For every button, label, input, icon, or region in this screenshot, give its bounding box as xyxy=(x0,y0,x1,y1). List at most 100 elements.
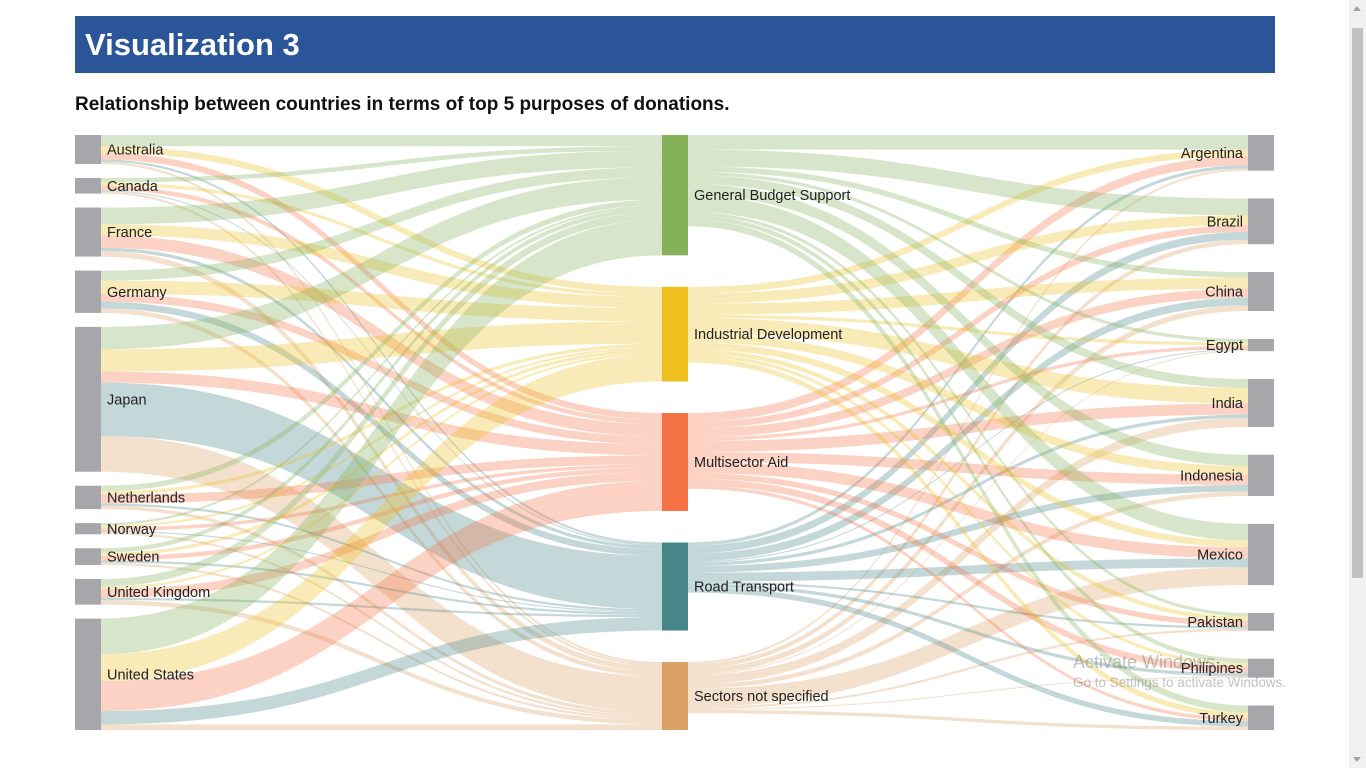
link-recipient-6-4[interactable] xyxy=(688,567,1248,707)
link-recipient-7-1[interactable] xyxy=(688,349,1248,621)
link-recipient-5-0[interactable] xyxy=(688,184,1248,466)
link-7-4[interactable] xyxy=(101,562,662,720)
link-recipient-0-3[interactable] xyxy=(688,165,1248,546)
link-recipient-6-0[interactable] xyxy=(688,195,1248,541)
link-2-2[interactable] xyxy=(101,235,662,437)
link-recipient-9-4[interactable] xyxy=(688,709,1248,730)
link-4-3[interactable] xyxy=(101,382,662,610)
link-recipient-0-0[interactable] xyxy=(688,135,1248,150)
scroll-up-arrow-icon[interactable] xyxy=(1353,6,1361,11)
link-0-3[interactable] xyxy=(101,159,662,545)
link-1-3[interactable] xyxy=(101,190,662,546)
link-9-2[interactable] xyxy=(101,480,662,712)
donor-sweden-node[interactable] xyxy=(75,548,101,565)
link-4-2[interactable] xyxy=(101,371,662,456)
link-recipient-4-0[interactable] xyxy=(688,175,1248,388)
link-recipient-7-0[interactable] xyxy=(688,211,1248,617)
link-6-2[interactable] xyxy=(101,464,662,531)
link-4-1[interactable] xyxy=(101,321,662,372)
link-4-0[interactable] xyxy=(101,177,662,350)
donor-japan-node[interactable] xyxy=(75,326,101,472)
recipient-egypt-node[interactable] xyxy=(1248,338,1274,352)
link-2-1[interactable] xyxy=(101,224,662,308)
link-8-3[interactable] xyxy=(101,597,662,618)
link-recipient-3-2[interactable] xyxy=(688,345,1248,441)
link-7-2[interactable] xyxy=(101,467,662,561)
link-1-4[interactable] xyxy=(101,191,662,667)
link-5-0[interactable] xyxy=(101,199,662,492)
donor-united-kingdom-node[interactable] xyxy=(75,578,101,605)
recipient-philipines-node[interactable] xyxy=(1248,658,1274,678)
donor-netherlands-node[interactable] xyxy=(75,485,101,510)
scroll-thumb[interactable] xyxy=(1352,28,1363,578)
recipient-indonesia-node[interactable] xyxy=(1248,454,1274,497)
link-9-0[interactable] xyxy=(101,219,662,655)
link-0-2[interactable] xyxy=(101,152,662,420)
link-recipient-2-2[interactable] xyxy=(688,288,1248,438)
link-3-2[interactable] xyxy=(101,293,662,445)
link-3-4[interactable] xyxy=(101,308,662,677)
link-recipient-6-3[interactable] xyxy=(688,558,1248,582)
link-recipient-7-2[interactable] xyxy=(688,473,1248,627)
link-recipient-3-1[interactable] xyxy=(688,314,1248,346)
link-recipient-3-3[interactable] xyxy=(688,348,1248,563)
link-recipient-9-3[interactable] xyxy=(688,587,1248,727)
link-recipient-8-3[interactable] xyxy=(688,583,1248,677)
link-3-3[interactable] xyxy=(101,301,662,556)
link-recipient-9-1[interactable] xyxy=(688,356,1248,718)
link-recipient-1-0[interactable] xyxy=(688,149,1248,216)
link-recipient-9-2[interactable] xyxy=(688,485,1248,722)
donor-germany-node[interactable] xyxy=(75,270,101,313)
link-recipient-1-1[interactable] xyxy=(688,215,1248,304)
link-1-1[interactable] xyxy=(101,182,662,297)
scroll-down-arrow-icon[interactable] xyxy=(1353,757,1361,762)
link-0-4[interactable] xyxy=(101,161,662,665)
link-9-4[interactable] xyxy=(101,724,662,730)
link-recipient-9-0[interactable] xyxy=(688,219,1248,713)
link-recipient-7-4[interactable] xyxy=(688,628,1248,709)
donor-canada-node[interactable] xyxy=(75,177,101,194)
link-recipient-4-2[interactable] xyxy=(688,403,1248,452)
link-7-3[interactable] xyxy=(101,560,662,615)
link-5-3[interactable] xyxy=(101,503,662,612)
link-recipient-3-4[interactable] xyxy=(688,350,1248,676)
link-recipient-1-3[interactable] xyxy=(688,231,1248,554)
link-6-4[interactable] xyxy=(101,532,662,718)
link-5-2[interactable] xyxy=(101,455,662,504)
link-0-1[interactable] xyxy=(101,146,662,294)
link-5-4[interactable] xyxy=(101,505,662,716)
link-recipient-5-2[interactable] xyxy=(688,451,1248,485)
link-recipient-0-4[interactable] xyxy=(688,168,1248,665)
link-9-3[interactable] xyxy=(101,617,662,725)
recipient-turkey-node[interactable] xyxy=(1248,705,1274,730)
link-recipient-0-1[interactable] xyxy=(688,149,1248,294)
link-recipient-0-2[interactable] xyxy=(688,156,1248,422)
link-4-4[interactable] xyxy=(101,436,662,713)
recipient-pakistan-node[interactable] xyxy=(1248,613,1274,631)
link-8-1[interactable] xyxy=(101,352,662,590)
link-8-2[interactable] xyxy=(101,472,662,598)
donor-france-node[interactable] xyxy=(75,207,101,257)
link-recipient-6-1[interactable] xyxy=(688,342,1248,548)
link-6-1[interactable] xyxy=(101,346,662,528)
recipient-india-node[interactable] xyxy=(1248,379,1274,427)
link-7-1[interactable] xyxy=(101,349,662,557)
link-2-3[interactable] xyxy=(101,247,662,550)
link-recipient-1-4[interactable] xyxy=(688,239,1248,669)
link-recipient-2-4[interactable] xyxy=(688,305,1248,675)
link-9-1[interactable] xyxy=(101,354,662,681)
recipient-mexico-node[interactable] xyxy=(1248,523,1274,586)
link-recipient-5-3[interactable] xyxy=(688,484,1248,573)
purpose-road-transport-node[interactable] xyxy=(662,542,688,631)
link-3-1[interactable] xyxy=(101,280,662,322)
link-recipient-2-3[interactable] xyxy=(688,297,1248,562)
link-6-3[interactable] xyxy=(101,530,662,613)
link-recipient-4-4[interactable] xyxy=(688,418,1248,685)
purpose-general-budget-support-node[interactable] xyxy=(662,135,688,256)
recipient-argentina-node[interactable] xyxy=(1248,135,1274,171)
purpose-sectors-not-specified-node[interactable] xyxy=(662,662,688,730)
link-recipient-8-2[interactable] xyxy=(688,478,1248,674)
donor-australia-node[interactable] xyxy=(75,135,101,164)
link-1-0[interactable] xyxy=(101,146,662,183)
link-recipient-3-0[interactable] xyxy=(688,171,1248,343)
